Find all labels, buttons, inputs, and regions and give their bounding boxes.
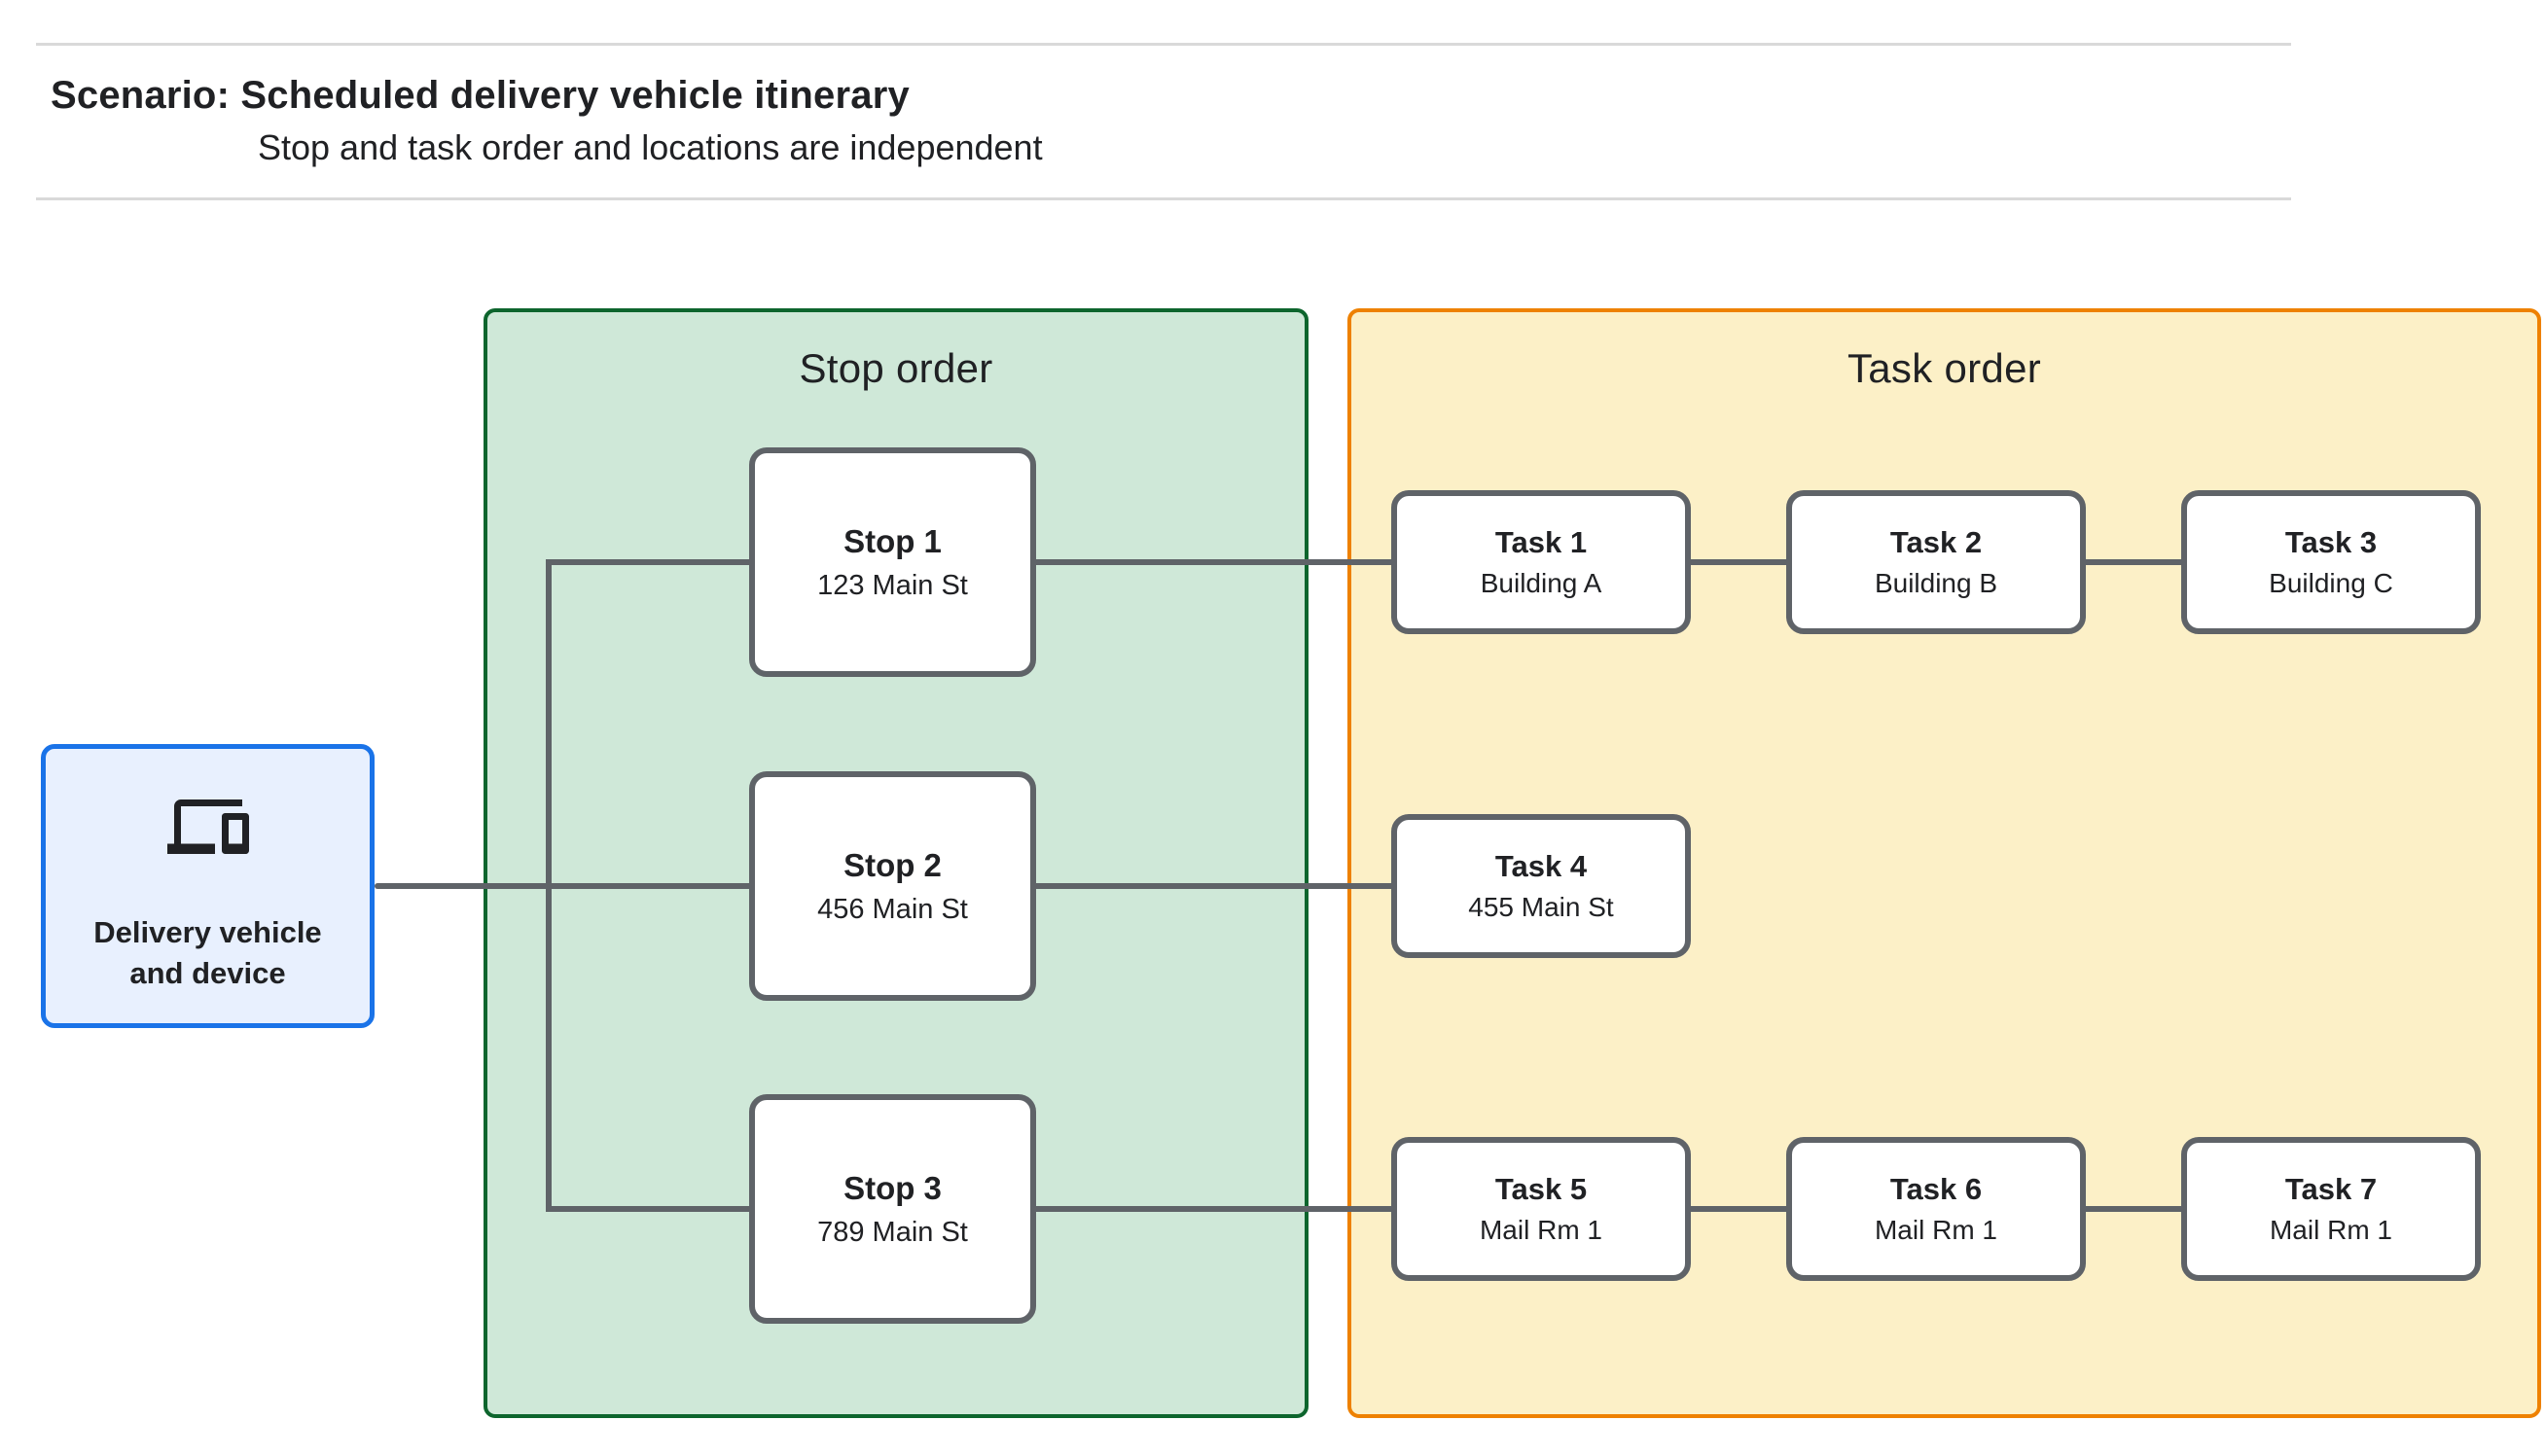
stop-2-title: Stop 2 — [843, 846, 942, 883]
stop-order-panel-title: Stop order — [799, 345, 993, 391]
task-7-node: Task 7 Mail Rm 1 — [2181, 1137, 2481, 1281]
task-2-node: Task 2 Building B — [1786, 490, 2086, 634]
bottom-divider — [36, 197, 2291, 200]
task-6-title: Task 6 — [1889, 1172, 1983, 1206]
stop-2-address: 456 Main St — [817, 893, 968, 925]
task-6-node: Task 6 Mail Rm 1 — [1786, 1137, 2086, 1281]
task-4-title: Task 4 — [1494, 849, 1588, 883]
task-7-title: Task 7 — [2284, 1172, 2378, 1206]
stop-3-node: Stop 3 789 Main St — [749, 1094, 1036, 1324]
task-2-title: Task 2 — [1889, 525, 1983, 559]
stop-1-address: 123 Main St — [817, 569, 968, 601]
task-1-title: Task 1 — [1494, 525, 1588, 559]
task-order-panel-title: Task order — [1847, 345, 2042, 391]
task-4-location: 455 Main St — [1468, 892, 1614, 922]
delivery-vehicle-node: Delivery vehicle and device — [41, 744, 375, 1028]
stop-1-node: Stop 1 123 Main St — [749, 447, 1036, 677]
devices-icon — [166, 799, 249, 854]
task-6-location: Mail Rm 1 — [1874, 1215, 1997, 1245]
task-3-title: Task 3 — [2284, 525, 2378, 559]
stop-2-node: Stop 2 456 Main St — [749, 771, 1036, 1001]
task-3-node: Task 3 Building C — [2181, 490, 2481, 634]
stop-3-address: 789 Main St — [817, 1216, 968, 1248]
task-1-node: Task 1 Building A — [1391, 490, 1691, 634]
top-divider — [36, 43, 2291, 46]
task-2-location: Building B — [1874, 568, 1998, 598]
page-subtitle: Stop and task order and locations are in… — [258, 127, 1043, 167]
stop-1-title: Stop 1 — [843, 522, 942, 559]
task-3-location: Building C — [2269, 568, 2393, 598]
page-title: Scenario: Scheduled delivery vehicle iti… — [51, 74, 910, 117]
task-4-node: Task 4 455 Main St — [1391, 814, 1691, 958]
task-7-location: Mail Rm 1 — [2269, 1215, 2392, 1245]
task-1-location: Building A — [1480, 568, 1602, 598]
task-5-title: Task 5 — [1494, 1172, 1588, 1206]
stop-3-title: Stop 3 — [843, 1169, 942, 1206]
task-5-location: Mail Rm 1 — [1479, 1215, 1602, 1245]
delivery-vehicle-label: Delivery vehicle and device — [93, 915, 322, 991]
task-5-node: Task 5 Mail Rm 1 — [1391, 1137, 1691, 1281]
